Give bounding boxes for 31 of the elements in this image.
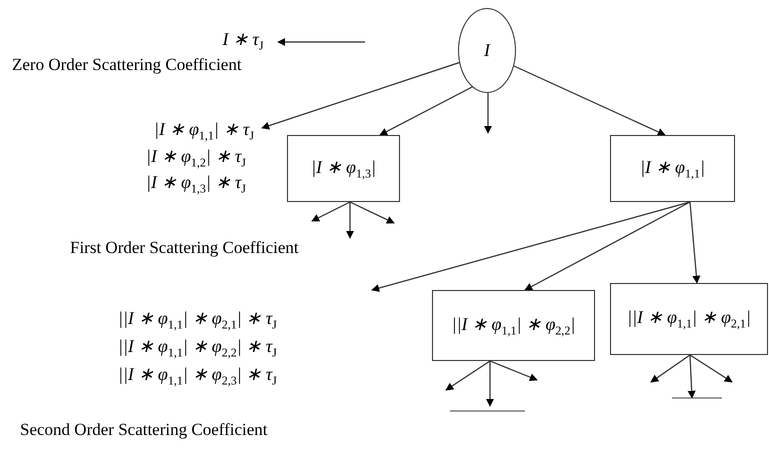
formula-text: ||I ∗ φ$_{1,1}$| ∗ φ$_{2,2}$| ∗ τ$_{J}$ [118, 335, 277, 361]
caption-text: Second Order Scattering Coefficient [20, 420, 268, 440]
arrow [690, 354, 733, 382]
formula-text: ||I ∗ φ$_{1,1}$| ∗ φ$_{2,1}$| ∗ τ$_{J}$ [118, 307, 277, 333]
formula-text: |I ∗ φ$_{1,1}$| ∗ τ$_{J}$ [146, 117, 262, 145]
arrow [350, 201, 395, 224]
formula-text: |I ∗ φ$_{1,2}$| ∗ τ$_{J}$ [146, 145, 246, 171]
arrow [524, 201, 690, 291]
arrow [346, 202, 354, 239]
process-box: |I ∗ φ$_{1,3}$| [287, 135, 400, 202]
arrow [689, 202, 700, 284]
process-box: |I ∗ φ$_{1,1}$| [610, 135, 735, 202]
arrow [514, 65, 666, 136]
arrow [445, 360, 490, 390]
formula-text: |I ∗ φ$_{1,3}$| ∗ τ$_{J}$ [146, 171, 246, 197]
arrow [688, 354, 696, 399]
formula-text: I ∗ τ$_{J}$ [208, 28, 278, 54]
arrow [379, 85, 474, 136]
arrow [490, 360, 538, 381]
arrow [311, 201, 350, 222]
process-box: ||I ∗ φ$_{1,1}$| ∗ φ$_{2,2}$| [432, 290, 595, 361]
arrow [650, 354, 690, 382]
arrow [484, 93, 492, 134]
formula-text: ||I ∗ φ$_{1,1}$| ∗ φ$_{2,3}$| ∗ τ$_{J}$ [118, 363, 277, 389]
process-box: ||I ∗ φ$_{1,1}$| ∗ φ$_{2,1}$| [610, 283, 768, 355]
caption-text: First Order Scattering Coefficient [70, 238, 299, 258]
caption-text: Zero Order Scattering Coefficient [12, 55, 242, 75]
arrow [486, 361, 494, 407]
arrow [371, 201, 690, 292]
arrow [277, 38, 365, 46]
ellipse-node: I [458, 8, 516, 93]
